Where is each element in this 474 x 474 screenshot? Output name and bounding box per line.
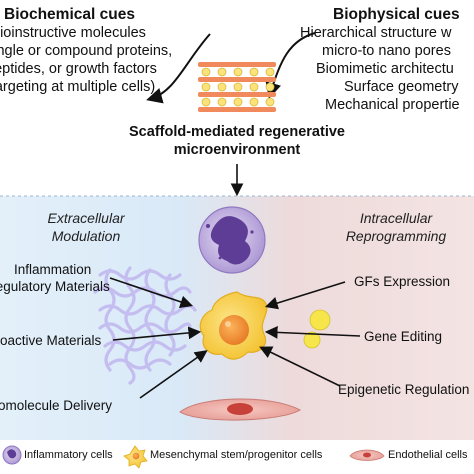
biochemical-line-3: peptides, or growth factors xyxy=(0,61,157,77)
biochemical-line-4: (targeting at multiple cells) xyxy=(0,79,156,95)
legend-stem-icon xyxy=(123,445,148,469)
inflammatory-cell xyxy=(198,206,266,274)
right-item-1: GFs Expression xyxy=(354,274,451,289)
right-heading-line-1: Intracellular xyxy=(359,210,433,226)
left-heading-line-1: Extracellular xyxy=(47,210,125,226)
scaffold-icon xyxy=(198,62,276,112)
biophysical-line-5: Mechanical propertie xyxy=(325,97,460,113)
right-item-3: Epigenetic Regulation xyxy=(338,382,470,397)
gene-particles xyxy=(303,309,331,349)
right-arrows xyxy=(259,281,361,387)
left-item-1-line-1: Inflammation xyxy=(14,262,92,277)
biophysical-line-2: micro-to nano pores xyxy=(322,43,451,59)
left-item-2: Bioactive Materials xyxy=(0,333,102,348)
biophysical-line-1: Hierarchical structure w xyxy=(300,25,452,41)
right-heading-line-2: Reprogramming xyxy=(345,228,447,244)
legend-endothelial-label: Endothelial cells xyxy=(388,449,468,461)
biophysical-title: Biophysical cues xyxy=(333,6,460,23)
legend-stem-label: Mesenchymal stem/progenitor cells xyxy=(150,449,323,461)
biochemical-line-2: single or compound proteins, xyxy=(0,43,173,59)
legend-inflammatory-icon xyxy=(2,445,22,465)
fiber-network xyxy=(93,266,197,385)
stem-cell xyxy=(199,291,268,360)
left-arrows xyxy=(109,277,208,399)
biochemical-arrow xyxy=(146,33,211,104)
scaffold-title-line-1: Scaffold-mediated regenerative xyxy=(129,124,345,140)
biophysical-line-3: Biomimetic architectu xyxy=(316,61,454,77)
left-item-1-line-2: Regulatory Materials xyxy=(0,279,110,294)
left-heading-line-2: Modulation xyxy=(51,228,121,244)
legend-endothelial-icon xyxy=(349,449,385,461)
biochemical-title: Biochemical cues xyxy=(4,6,135,23)
biophysical-line-4: Surface geometry xyxy=(344,79,459,95)
right-item-2: Gene Editing xyxy=(364,329,443,344)
endothelial-cell xyxy=(179,398,302,421)
legend-inflammatory-label: Inflammatory cells xyxy=(24,449,113,461)
biochemical-line-1: bioinstructive molecules xyxy=(0,25,146,41)
left-item-3: Biomolecule Delivery xyxy=(0,398,113,413)
scaffold-title-line-2: microenvironment xyxy=(173,142,301,158)
